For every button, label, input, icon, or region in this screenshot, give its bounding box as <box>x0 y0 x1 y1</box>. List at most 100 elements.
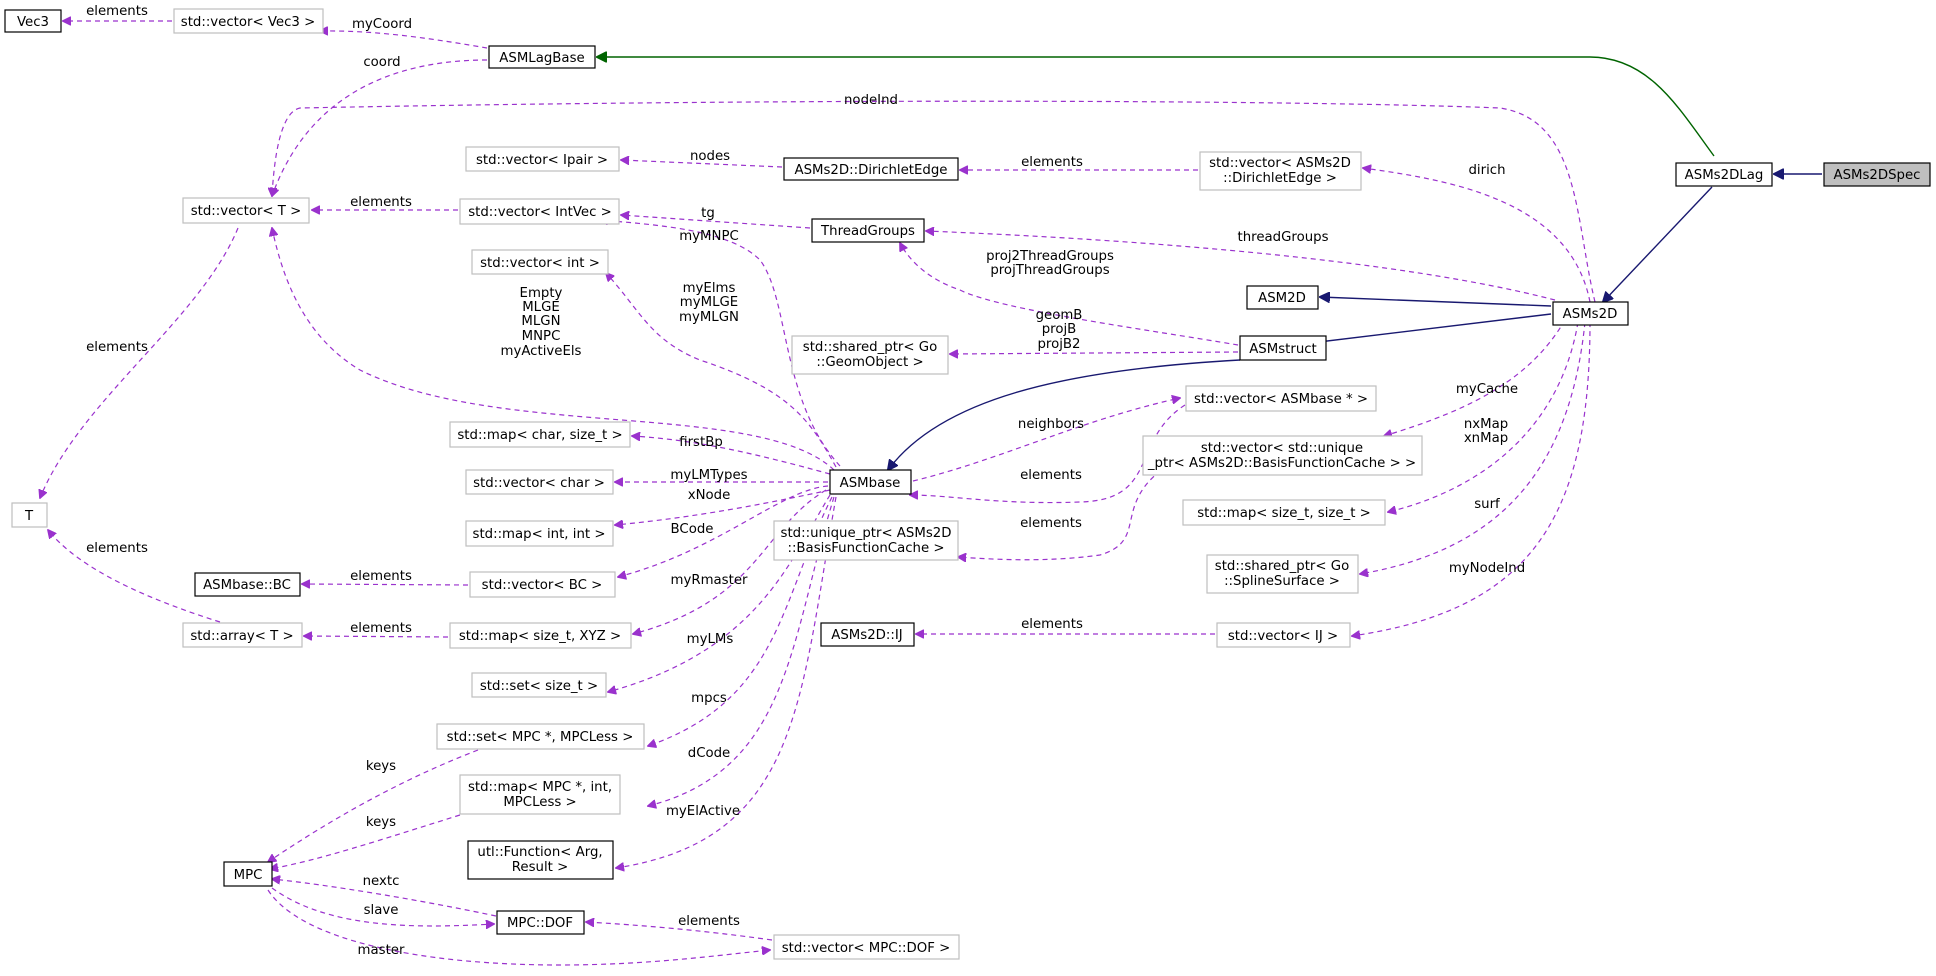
node-array-t[interactable]: std::array< T > <box>182 622 303 648</box>
svg-text:std::map< size_t, size_t >: std::map< size_t, size_t > <box>1197 506 1371 521</box>
svg-text:std::map< int, int >: std::map< int, int > <box>473 527 606 542</box>
edge-label: projThreadGroups <box>990 263 1109 278</box>
node-asmlagbase[interactable]: ASMLagBase <box>488 45 596 69</box>
svg-text:ASMs2D::DirichletEdge: ASMs2D::DirichletEdge <box>795 163 948 178</box>
svg-text:std::map< size_t, XYZ >: std::map< size_t, XYZ > <box>459 629 621 644</box>
edge-label: MLGE <box>522 300 560 315</box>
edge-asms2d-to-asmstruct <box>1294 313 1552 345</box>
node-asmstruct[interactable]: ASMstruct <box>1239 335 1327 361</box>
edge-label: projB2 <box>1037 337 1080 352</box>
edge-asmbase-to-mapxyz <box>633 489 827 634</box>
node-dirichlet-edge[interactable]: ASMs2D::DirichletEdge <box>783 157 959 181</box>
edge-label: elements <box>1020 468 1082 483</box>
node-map-char-sizet[interactable]: std::map< char, size_t > <box>449 421 631 448</box>
svg-text:T: T <box>24 509 34 524</box>
node-mpc[interactable]: MPC <box>223 861 273 887</box>
edge-label: myRmaster <box>671 573 748 588</box>
edge-label: surf <box>1474 497 1500 512</box>
svg-text:std::set< MPC *, MPCLess >: std::set< MPC *, MPCLess > <box>447 730 634 745</box>
edge-asmbase-to-mapint <box>615 489 831 525</box>
edge-vecunique-to-uniquebfc <box>958 464 1169 560</box>
node-map-mpc[interactable]: std::map< MPC *, int, MPCLess > <box>459 774 621 815</box>
svg-text:ASMs2DLag: ASMs2DLag <box>1685 168 1764 183</box>
node-vector-int[interactable]: std::vector< int > <box>471 249 609 275</box>
edge-label: elements <box>350 195 412 210</box>
node-asm2d[interactable]: ASM2D <box>1246 285 1319 310</box>
edge-vecbc-to-asmbasebc <box>302 584 469 585</box>
node-vector-mpc-dof[interactable]: std::vector< MPC::DOF > <box>773 934 960 960</box>
edge-asmbase-to-function <box>616 496 837 868</box>
node-vector-dirichlet-edge[interactable]: std::vector< ASMs2D ::DirichletEdge > <box>1199 151 1362 191</box>
edge-asms2d-to-vecunique <box>1384 319 1566 436</box>
edge-label: elements <box>678 914 740 929</box>
edge-asms2d-to-vecdiredge <box>1363 168 1591 303</box>
node-mpc-dof[interactable]: MPC::DOF <box>496 910 585 935</box>
svg-text:ASMbase: ASMbase <box>840 476 901 491</box>
svg-text:MPC::DOF: MPC::DOF <box>507 916 573 931</box>
node-shared-splinesurface[interactable]: std::shared_ptr< Go ::SplineSurface > <box>1206 554 1359 594</box>
edge-asmbase-to-vecbc <box>618 485 829 577</box>
node-vector-ij[interactable]: std::vector< IJ > <box>1216 622 1351 648</box>
edge-labels: elements myCoord coord nodeInd nodes ele… <box>86 4 1525 958</box>
node-asmbase-bc[interactable]: ASMbase::BC <box>194 572 301 597</box>
svg-text:::SplineSurface >: ::SplineSurface > <box>1224 574 1340 589</box>
edge-label: dCode <box>688 746 730 761</box>
edge-label: projB <box>1042 322 1077 337</box>
node-vector-bc[interactable]: std::vector< BC > <box>469 571 616 598</box>
svg-text:std::vector< std::unique: std::vector< std::unique <box>1201 441 1363 456</box>
svg-text:ASMs2DSpec: ASMs2DSpec <box>1833 168 1920 183</box>
node-vector-t[interactable]: std::vector< T > <box>182 197 310 224</box>
node-vec3[interactable]: Vec3 <box>4 9 62 33</box>
node-map-sizet-xyz[interactable]: std::map< size_t, XYZ > <box>449 622 632 649</box>
edge-label: slave <box>364 903 399 918</box>
node-t[interactable]: T <box>11 502 48 528</box>
svg-text:::DirichletEdge >: ::DirichletEdge > <box>1223 171 1337 186</box>
edge-mapxyz-to-array <box>304 636 449 637</box>
node-asms2d-ij[interactable]: ASMs2D::IJ <box>820 622 915 647</box>
edge-label: myMLGE <box>680 295 738 310</box>
node-unique-bfc[interactable]: std::unique_ptr< ASMs2D ::BasisFunctionC… <box>773 520 959 561</box>
edge-label: nxMap <box>1464 417 1508 432</box>
node-vector-asmbase[interactable]: std::vector< ASMbase * > <box>1185 385 1377 412</box>
edge-asmbase-to-mapmpc <box>648 496 835 806</box>
node-vector-intvec[interactable]: std::vector< IntVec > <box>459 198 620 225</box>
svg-text:ASM2D: ASM2D <box>1258 291 1306 306</box>
edge-label: firstBp <box>679 435 723 450</box>
node-threadgroups[interactable]: ThreadGroups <box>811 218 925 243</box>
edge-setmpc-to-mpc <box>268 749 479 862</box>
node-asmbase[interactable]: ASMbase <box>829 469 912 495</box>
svg-text:ASMbase::BC: ASMbase::BC <box>203 578 291 593</box>
svg-text:std::vector< T >: std::vector< T > <box>191 204 302 219</box>
node-utl-function[interactable]: utl::Function< Arg, Result > <box>467 840 614 880</box>
node-map-int-int[interactable]: std::map< int, int > <box>465 520 614 547</box>
svg-text:std::vector< IntVec >: std::vector< IntVec > <box>468 205 612 220</box>
svg-text:std::vector< ASMs2D: std::vector< ASMs2D <box>1209 156 1351 171</box>
edge-asmstruct-to-sharedgeom <box>950 352 1239 354</box>
svg-text:utl::Function< Arg,: utl::Function< Arg, <box>477 845 602 860</box>
svg-text:ASMLagBase: ASMLagBase <box>499 51 584 66</box>
edge-vecdof-to-mpcdof <box>586 922 773 941</box>
node-vector-vec3[interactable]: std::vector< Vec3 > <box>173 8 324 34</box>
edge-label: myLMTypes <box>670 468 747 483</box>
node-asms2dlag[interactable]: ASMs2DLag <box>1675 162 1773 187</box>
edge-threadgroups-to-vecintvec <box>621 215 811 229</box>
edge-label: myActiveEls <box>501 344 582 359</box>
svg-text:std::vector< char >: std::vector< char > <box>473 476 605 491</box>
edge-mapmpc-to-mpc <box>270 814 461 869</box>
node-vector-unique-bfc[interactable]: std::vector< std::unique _ptr< ASMs2D::B… <box>1142 435 1423 476</box>
edge-label: elements <box>1020 516 1082 531</box>
svg-text:std::map< MPC *, int,: std::map< MPC *, int, <box>468 780 612 795</box>
edge-label: elements <box>350 621 412 636</box>
node-map-sizet-sizet[interactable]: std::map< size_t, size_t > <box>1182 499 1386 526</box>
edge-label: neighbors <box>1018 417 1084 432</box>
node-shared-geomobject[interactable]: std::shared_ptr< Go ::GeomObject > <box>791 335 949 375</box>
edge-label: myElms <box>683 281 736 296</box>
node-asms2dspec[interactable]: ASMs2DSpec <box>1823 162 1931 187</box>
node-set-sizet[interactable]: std::set< size_t > <box>471 672 607 698</box>
node-asms2d[interactable]: ASMs2D <box>1552 301 1629 326</box>
node-vector-ipair[interactable]: std::vector< Ipair > <box>465 146 620 172</box>
node-vector-char[interactable]: std::vector< char > <box>465 469 614 495</box>
edge-asmlagbase-to-vecvec3 <box>320 31 488 49</box>
node-set-mpc[interactable]: std::set< MPC *, MPCLess > <box>436 723 645 750</box>
edge-mpc-to-vecdof <box>267 889 770 966</box>
